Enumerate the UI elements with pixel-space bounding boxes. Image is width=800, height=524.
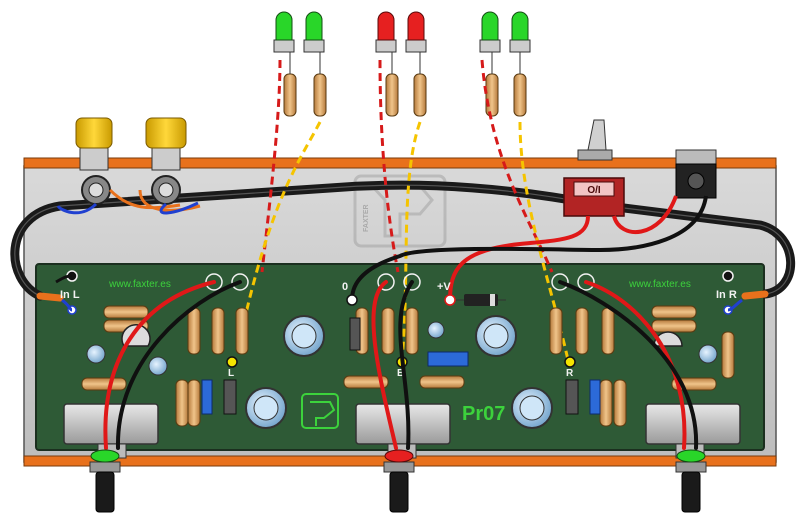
jack-to-board-black	[350, 195, 708, 301]
url-left: www.faxter.es	[108, 279, 171, 290]
knob-right[interactable]	[675, 449, 707, 513]
in-left-label: In L	[60, 289, 80, 301]
dc-power-jack[interactable]	[675, 149, 717, 199]
diode	[456, 294, 506, 306]
knob-middle[interactable]	[383, 449, 415, 513]
led-group-middle	[375, 11, 427, 53]
pcb-logo	[301, 393, 339, 429]
rca-jack-right[interactable]	[145, 117, 187, 205]
loop-cable-end-right	[741, 290, 769, 300]
ground-label: 0	[342, 281, 348, 293]
pot-left-label: L	[228, 368, 234, 379]
resistors-vertical	[175, 307, 735, 427]
loop-cable-end-left	[36, 292, 64, 302]
faxter-logo-watermark: FAXTER	[353, 174, 447, 248]
pot-wires	[103, 280, 699, 450]
pot-middle-label: B	[397, 368, 404, 379]
switch-to-jack-red	[612, 195, 678, 234]
led-group-right	[479, 11, 531, 53]
led-resistors	[283, 73, 527, 117]
logo-text: FAXTER	[363, 204, 370, 232]
board-code: Pr07	[462, 403, 505, 425]
power-switch[interactable]: O/I	[563, 119, 625, 217]
knob-left[interactable]	[89, 449, 121, 513]
plus-v-label: +V	[437, 281, 451, 293]
rca-jack-left[interactable]	[75, 117, 113, 205]
url-right: www.faxter.es	[628, 279, 691, 290]
led-group-left	[273, 11, 325, 53]
electrolytic-capacitors	[86, 315, 718, 429]
switch-label: O/I	[587, 185, 601, 196]
film-capacitors	[201, 317, 601, 415]
in-right-label: In R	[716, 289, 737, 301]
top-rail	[23, 157, 777, 169]
power-wire-red	[448, 215, 590, 301]
pot-right-label: R	[566, 368, 574, 379]
